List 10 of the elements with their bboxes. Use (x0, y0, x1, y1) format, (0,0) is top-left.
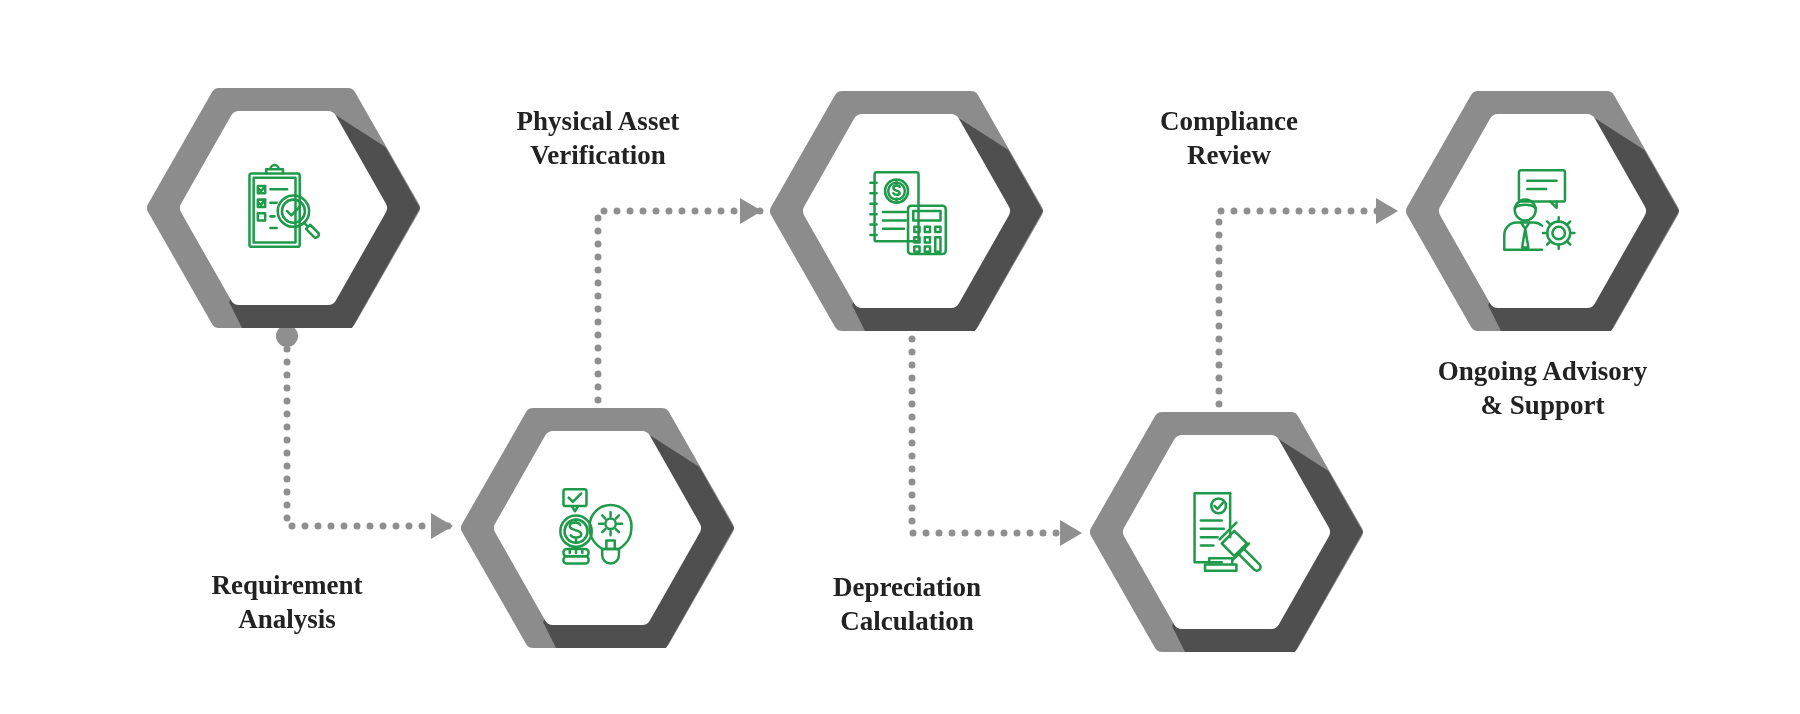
step-label: Ongoing Advisory & Support (1436, 355, 1649, 422)
dotted-arrow (594, 198, 766, 404)
step-label: Depreciation Calculation (832, 571, 982, 638)
hexagon-node (770, 91, 1043, 331)
hexagon-node (147, 88, 420, 328)
step-label: Physical Asset Verification (515, 105, 681, 172)
step-label: Requirement Analysis (210, 569, 364, 636)
hexagon-node (461, 408, 734, 648)
hexagon-node (1090, 412, 1363, 652)
step-label: Compliance Review (1159, 105, 1299, 172)
